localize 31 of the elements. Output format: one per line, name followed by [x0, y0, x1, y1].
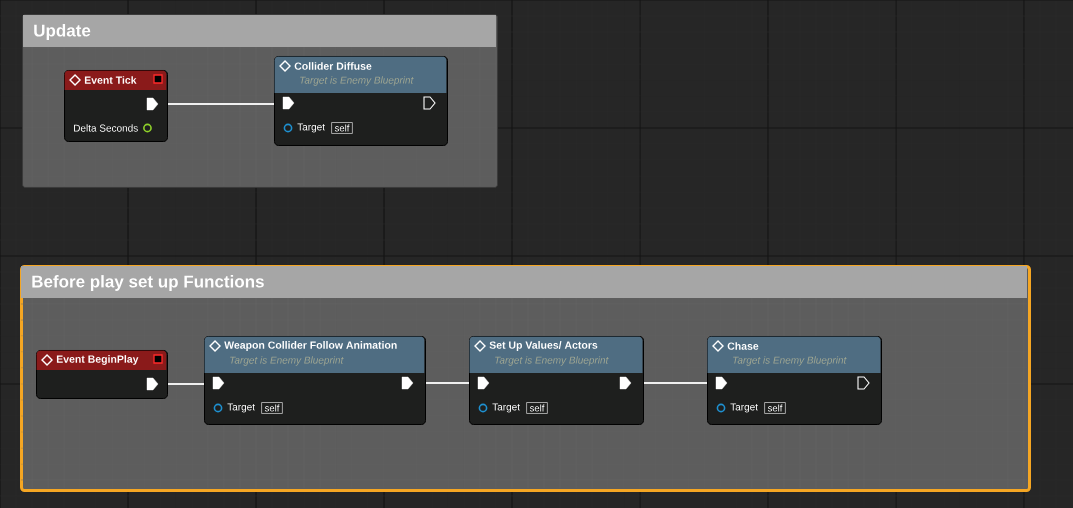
node-title: Collider Diffuse: [294, 62, 372, 70]
node-title: Event Tick: [84, 76, 137, 84]
node-subtitle: Target is Enemy Blueprint: [300, 76, 414, 86]
wire: [167, 103, 275, 105]
node-title: Event BeginPlay: [56, 355, 139, 365]
value-field: self: [331, 122, 353, 134]
wire: [167, 383, 205, 385]
pin-label: Target: [492, 403, 520, 413]
function-node: [469, 336, 644, 425]
pin-label: Delta Seconds: [74, 124, 138, 132]
node-title: Set Up Values/ Actors: [489, 341, 598, 351]
pin-label: Target: [227, 403, 255, 413]
node-title: Chase: [727, 342, 759, 350]
value-field: self: [764, 402, 786, 414]
function-node: [204, 336, 426, 425]
function-node: [64, 70, 168, 142]
value-field: self: [261, 402, 283, 414]
wire: [643, 382, 708, 384]
function-node: [36, 350, 168, 399]
pin-label: Target: [730, 403, 758, 413]
node-subtitle: Target is Enemy Blueprint: [733, 356, 847, 366]
function-node: [274, 56, 448, 146]
node-subtitle: Target is Enemy Blueprint: [495, 356, 609, 366]
node-title: Weapon Collider Follow Animation: [224, 341, 397, 351]
value-field: self: [526, 402, 548, 414]
comment-header: Before play set up Functions: [21, 266, 1027, 298]
pin-label: Target: [297, 123, 325, 133]
wire: [425, 382, 470, 384]
comment-header: Update: [23, 15, 496, 47]
node-subtitle: Target is Enemy Blueprint: [230, 356, 344, 366]
function-node: [707, 336, 882, 425]
